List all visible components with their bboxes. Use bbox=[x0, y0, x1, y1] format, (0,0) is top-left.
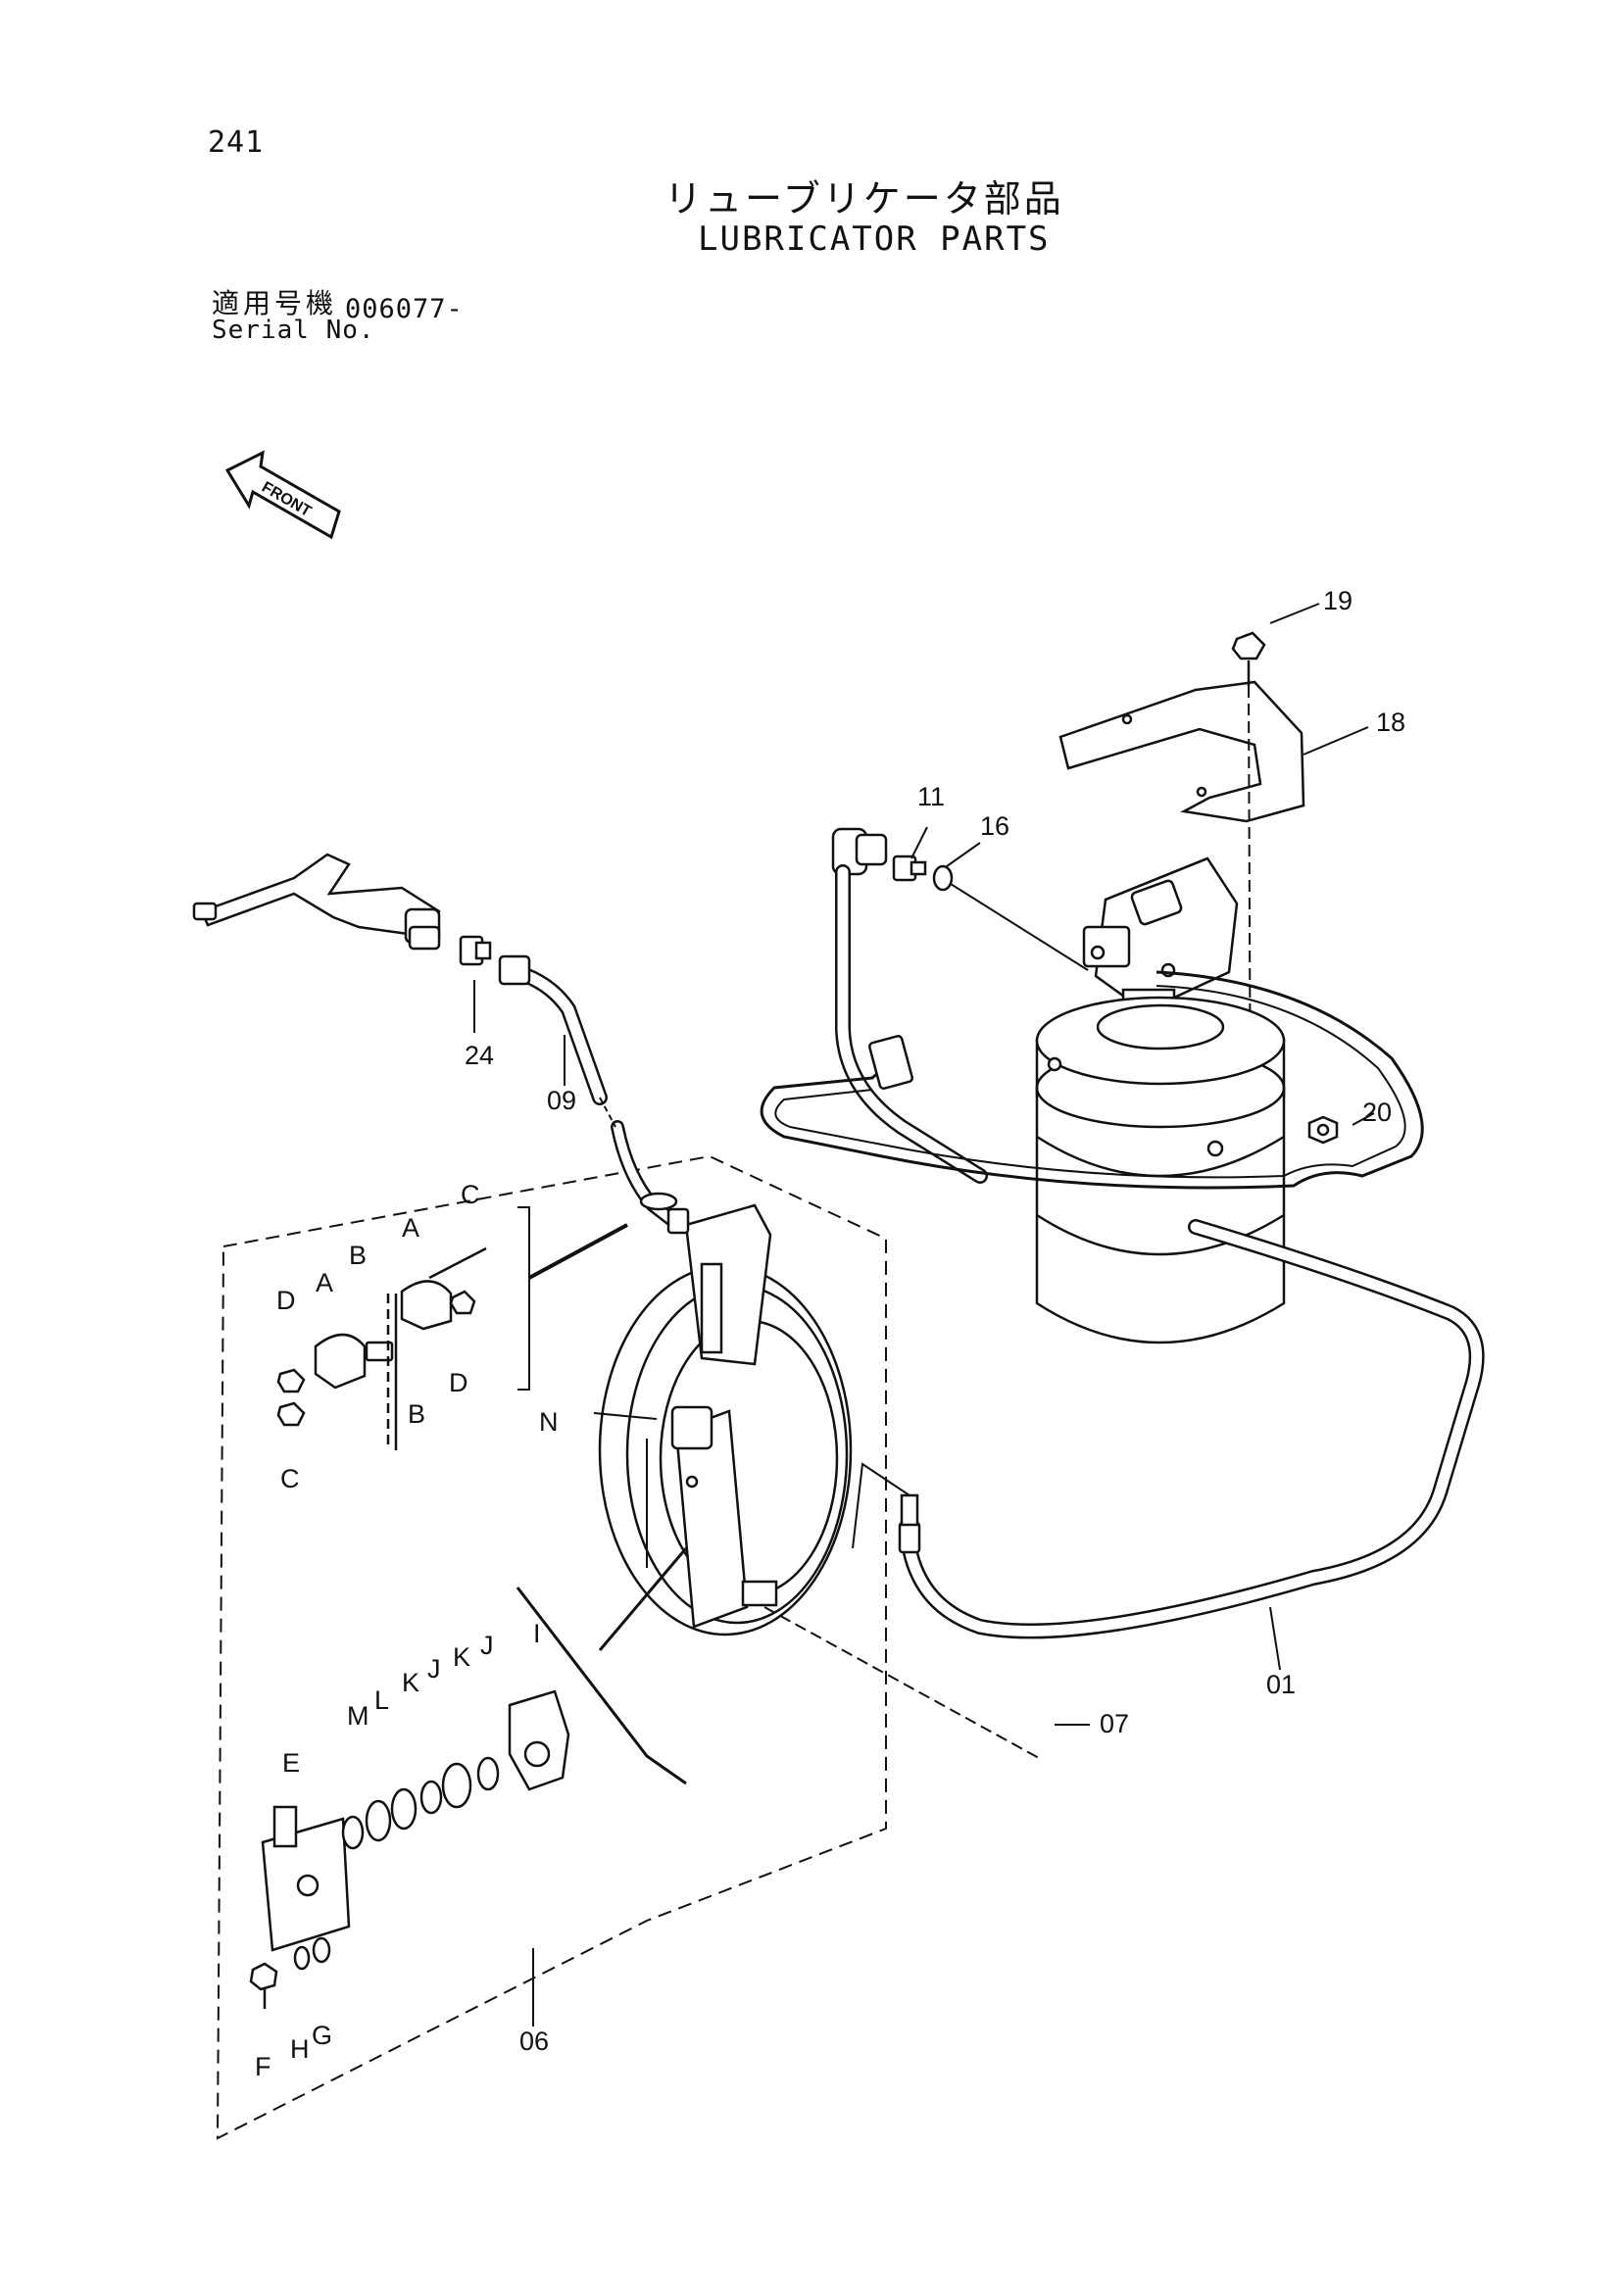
clamp-detail bbox=[276, 1246, 487, 1450]
callout-16: 16 bbox=[980, 811, 1009, 841]
hose-reel-part-06 bbox=[598, 1203, 853, 1637]
hose-end-fitting bbox=[498, 954, 531, 986]
page-title-japanese: リューブリケータ部品 bbox=[664, 177, 1064, 220]
callout-L: L bbox=[374, 1685, 389, 1715]
grease-gun bbox=[192, 853, 441, 951]
callout-G: G bbox=[312, 2021, 332, 2050]
callout-07: 07 bbox=[1100, 1709, 1129, 1738]
callout-H: H bbox=[290, 2034, 310, 2064]
serial-value: 006077- bbox=[345, 294, 464, 324]
callout-B-top: B bbox=[349, 1241, 367, 1270]
callout-C-top: C bbox=[461, 1180, 480, 1209]
adapter-part-11 bbox=[892, 855, 927, 882]
o-ring-part-16 bbox=[932, 864, 954, 892]
callout-01: 01 bbox=[1266, 1670, 1296, 1699]
hose-fitting bbox=[898, 1493, 921, 1554]
callout-11: 11 bbox=[917, 782, 945, 811]
grease-tank bbox=[1035, 996, 1286, 1344]
callout-06: 06 bbox=[519, 2027, 549, 2056]
callout-B-bottom: B bbox=[408, 1399, 425, 1429]
elbow-fitting bbox=[831, 827, 888, 876]
leader-line bbox=[950, 883, 1089, 971]
callout-K-right: K bbox=[453, 1642, 470, 1672]
callout-leaders bbox=[473, 603, 1375, 2027]
callout-F: F bbox=[255, 2052, 271, 2081]
callout-A-right: A bbox=[402, 1213, 419, 1243]
serial-label: Serial No. bbox=[212, 316, 375, 345]
nut-part-20 bbox=[1307, 1115, 1339, 1145]
callout-09: 09 bbox=[547, 1086, 576, 1115]
callout-18: 18 bbox=[1376, 708, 1405, 737]
front-direction-arrow-icon: FRONT bbox=[224, 450, 341, 540]
callout-19: 19 bbox=[1323, 586, 1352, 615]
bolt-part-19 bbox=[1231, 631, 1266, 686]
pump-head bbox=[1082, 856, 1239, 1029]
callout-20: 20 bbox=[1362, 1098, 1392, 1127]
callout-J-right: J bbox=[480, 1631, 494, 1660]
cable-connector bbox=[868, 1035, 913, 1090]
electric-cable bbox=[760, 970, 1424, 1190]
serial-label-japanese: 適用号機 bbox=[212, 287, 338, 319]
callout-M: M bbox=[347, 1701, 369, 1731]
page-title: LUBRICATOR PARTS bbox=[698, 220, 1051, 259]
callout-K-left: K bbox=[402, 1668, 419, 1697]
page-number: 241 bbox=[208, 125, 265, 160]
callout-24: 24 bbox=[465, 1041, 494, 1070]
leader-line bbox=[517, 1206, 530, 1391]
leader-line bbox=[852, 1462, 910, 1549]
callout-D-left: D bbox=[276, 1286, 296, 1315]
callout-J-left: J bbox=[427, 1654, 441, 1684]
swivel-bracket-detail bbox=[249, 1689, 570, 2009]
reel-assembly-boundary bbox=[216, 1154, 887, 2140]
coupler-part-24 bbox=[459, 935, 492, 966]
callout-I: I bbox=[533, 1619, 541, 1648]
leader-line bbox=[516, 1587, 687, 1785]
callout-C-bottom: C bbox=[280, 1464, 300, 1493]
callout-D-right: D bbox=[449, 1368, 468, 1397]
callout-A-left: A bbox=[316, 1268, 333, 1297]
callout-N: N bbox=[539, 1407, 559, 1437]
bracket-part-18 bbox=[1058, 680, 1305, 823]
swivel-fitting bbox=[639, 1192, 690, 1235]
callout-E: E bbox=[282, 1748, 300, 1778]
callout-labels: 19 18 11 16 20 24 09 01 07 06 C A B D A … bbox=[255, 586, 1405, 2081]
